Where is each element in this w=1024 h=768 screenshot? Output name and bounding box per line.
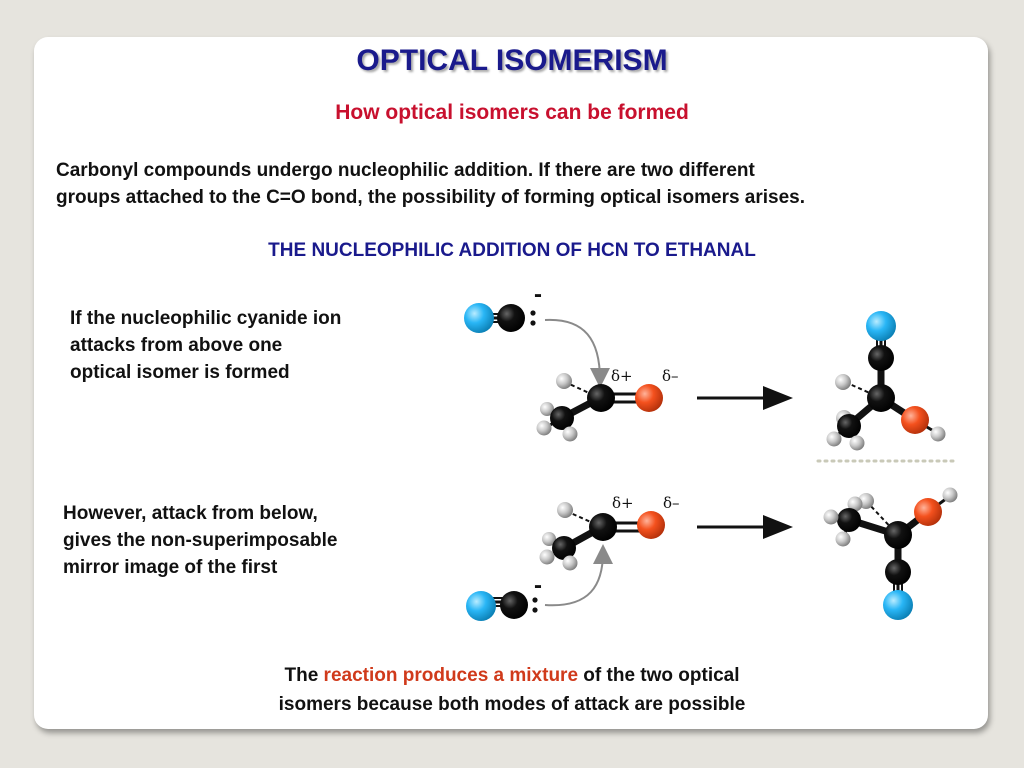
attack-above-line-3: optical isomer is formed: [70, 362, 290, 383]
intro-paragraph: Carbonyl compounds undergo nucleophilic …: [56, 157, 986, 211]
carbon-atom: [868, 345, 894, 371]
page-subtitle: How optical isomers can be formed: [335, 101, 689, 124]
oxygen-atom: [635, 384, 663, 412]
carbon-atom: [885, 559, 911, 585]
chiral-carbon-atom: [884, 521, 912, 549]
nitrogen-atom: [866, 311, 896, 341]
oxygen-atom: [637, 511, 665, 539]
negative-charge: -: [534, 572, 542, 599]
hydrogen-atom: [942, 487, 958, 503]
nitrogen-atom: [464, 303, 494, 333]
carbonyl-carbon-atom: [589, 513, 617, 541]
conclusion-highlight: reaction produces a mixture: [323, 665, 579, 686]
hydrogen-atom: [835, 531, 851, 547]
delta-minus-label: δ–: [663, 494, 680, 512]
product-molecule-top: [826, 311, 946, 451]
cyanide-ion-top: -: [464, 281, 542, 333]
hydrogen-atom: [847, 496, 863, 512]
hydrogen-atom: [557, 502, 573, 518]
attack-below-line-2: gives the non-superimposable: [63, 530, 338, 551]
hydrogen-atom: [849, 435, 865, 451]
negative-charge: -: [534, 281, 542, 308]
hydrogen-atom: [930, 426, 946, 442]
hydrogen-atom: [540, 402, 554, 416]
hydrogen-atom: [823, 509, 839, 525]
product-molecule-bottom: [823, 487, 958, 620]
attack-below-line-3: mirror image of the first: [63, 557, 278, 578]
hydrogen-atom: [835, 374, 851, 390]
attack-below-line-1: However, attack from below,: [63, 503, 318, 524]
hydrogen-atom: [826, 431, 842, 447]
hydrogen-atom: [539, 549, 555, 565]
nitrogen-atom: [466, 591, 496, 621]
attack-above-line-2: attacks from above one: [70, 335, 283, 356]
conclusion-line-1: The reaction produces a mixture of the t…: [200, 661, 824, 690]
section-heading: THE NUCLEOPHILIC ADDITION OF HCN TO ETHA…: [268, 240, 756, 261]
conclusion-post: of the two optical: [578, 665, 740, 686]
conclusion-pre: The: [284, 665, 324, 686]
ethanal-molecule-top: [536, 373, 663, 442]
curly-arrow-bottom: [544, 544, 613, 607]
carbon-atom: [837, 414, 861, 438]
curly-arrow-top: [544, 318, 610, 388]
conclusion-line-2: isomers because both modes of attack are…: [278, 694, 746, 715]
carbon-atom: [552, 536, 576, 560]
attack-above-text: If the nucleophilic cyanide ion attacks …: [70, 305, 415, 386]
hydrogen-atom: [562, 555, 578, 571]
oxygen-atom: [901, 406, 929, 434]
nitrogen-atom: [883, 590, 913, 620]
conclusion-text: The reaction produces a mixture of the t…: [200, 661, 824, 719]
hydrogen-atom: [562, 426, 578, 442]
carbon-atom: [497, 304, 525, 332]
page-title: OPTICAL ISOMERISM: [356, 44, 668, 77]
intro-line-2: groups attached to the C=O bond, the pos…: [56, 187, 806, 208]
hydrogen-atom: [556, 373, 572, 389]
hydrogen-atom: [542, 532, 556, 546]
oxygen-atom: [914, 498, 942, 526]
intro-line-1: Carbonyl compounds undergo nucleophilic …: [56, 160, 755, 181]
carbonyl-carbon-atom: [587, 384, 615, 412]
hydrogen-atom: [536, 420, 552, 436]
attack-below-text: However, attack from below, gives the no…: [63, 500, 408, 581]
delta-minus-label: δ–: [662, 367, 679, 385]
delta-plus-label: δ+: [612, 494, 634, 512]
cyanide-ion-bottom: -: [466, 572, 542, 621]
delta-plus-label: δ+: [611, 367, 633, 385]
ethanal-molecule-bottom: [539, 502, 665, 571]
carbon-atom: [500, 591, 528, 619]
attack-above-line-1: If the nucleophilic cyanide ion: [70, 308, 342, 329]
chiral-carbon-atom: [867, 384, 895, 412]
carbon-atom: [837, 508, 861, 532]
carbon-atom: [550, 406, 574, 430]
